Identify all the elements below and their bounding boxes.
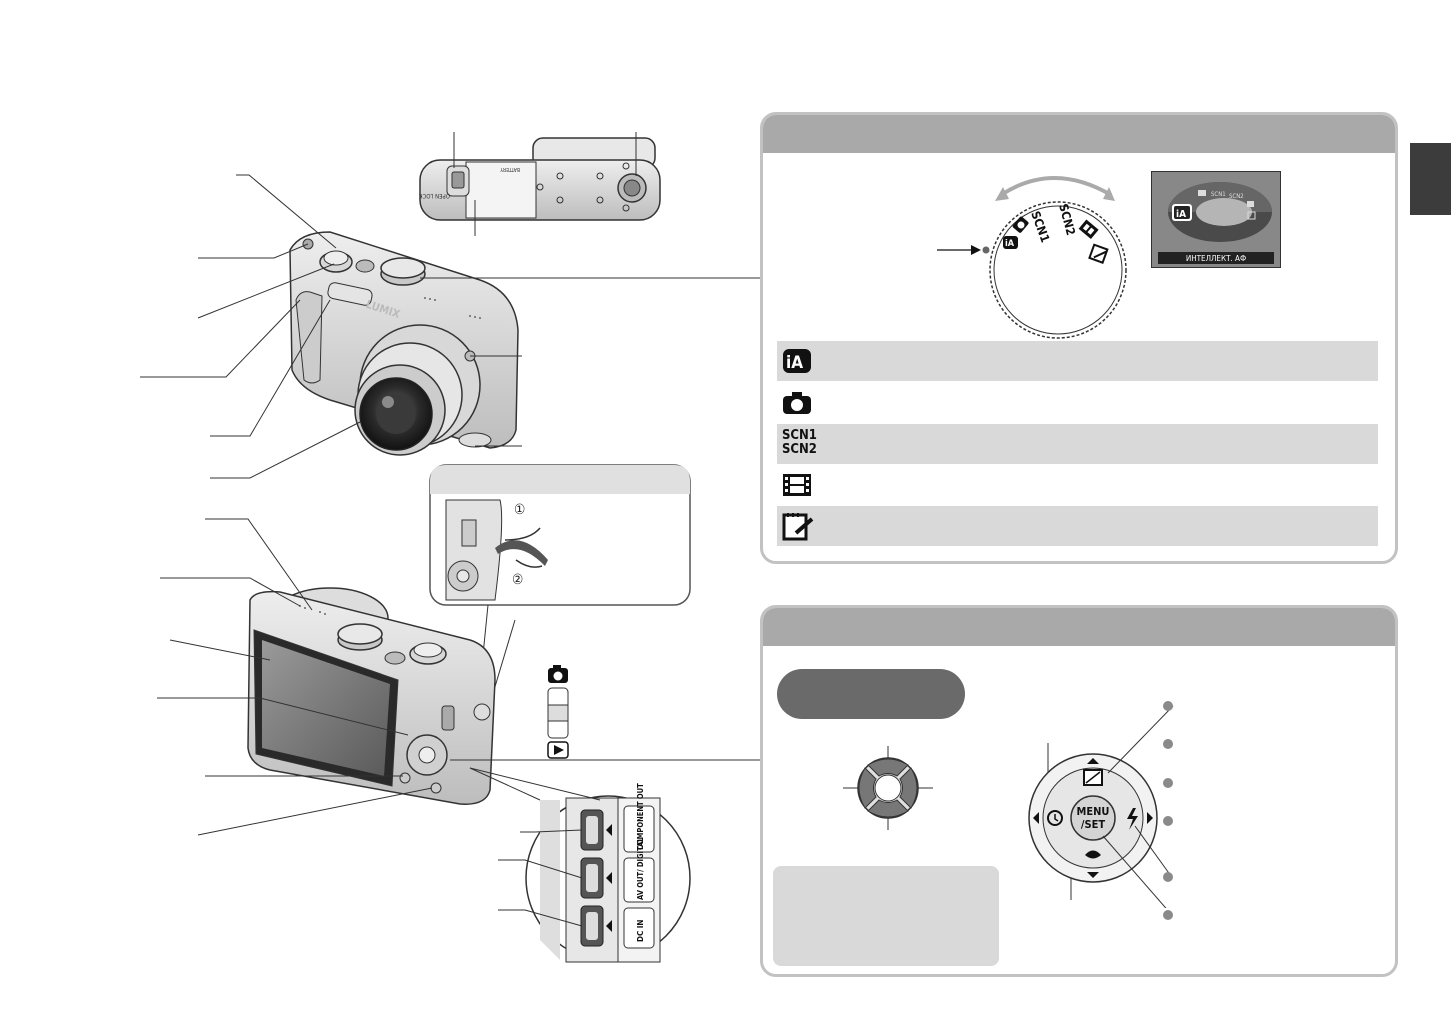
mode-row-movie xyxy=(777,465,1378,505)
clipboard-icon xyxy=(782,513,814,541)
lcd-preview: iA SCN1 SCN2 ИНТЕЛЛЕКТ. АФ xyxy=(1151,171,1281,268)
cursor-panel-header xyxy=(763,608,1395,646)
rec-play-switch xyxy=(547,665,569,759)
screen-scn2: SCN2 xyxy=(1229,193,1244,200)
mode-row-normal-picture xyxy=(777,383,1378,423)
dial-ia-label: iA xyxy=(1005,239,1015,249)
legend-dot-right xyxy=(1163,816,1173,826)
mode-row-clipboard xyxy=(777,506,1378,546)
intelligent-auto-icon: iA xyxy=(783,349,811,373)
mode-dial-diagram: iA SCN1 SCN2 xyxy=(937,176,1127,339)
camera-illustrations: OPEN LOCK BATTERY LUMIX xyxy=(140,132,760,963)
cursor-pad-simple xyxy=(843,746,933,830)
movie-icon xyxy=(783,474,811,496)
cursor-button-panel: MENU /SET xyxy=(760,605,1398,977)
legend-dot-down xyxy=(1163,778,1173,788)
av-out-text: AV OUT/ DIGITAL xyxy=(636,837,645,900)
menu-set-label-2: /SET xyxy=(1081,818,1106,831)
camera-front-view: LUMIX xyxy=(289,231,519,456)
dc-in-text: DC IN xyxy=(636,920,645,942)
battery-text: BATTERY xyxy=(500,166,520,172)
mode-dial-panel: iA SCN1 SCN2 iA SCN1 SCN2 xyxy=(760,112,1398,564)
mode-row-ia: iA xyxy=(777,341,1378,381)
strap-inset: ① ② xyxy=(429,464,691,606)
strap-step-2: ② xyxy=(512,572,523,588)
mode-row-scene: SCN1 SCN2 xyxy=(777,424,1378,464)
strap-step-1: ① xyxy=(514,502,525,518)
svg-text:iA: iA xyxy=(786,353,803,373)
scene-scn2-text: SCN2 xyxy=(782,442,817,457)
legend-dot-left xyxy=(1163,739,1173,749)
scene-scn1-text: SCN1 xyxy=(782,428,817,443)
mode-dial-panel-header xyxy=(763,115,1395,153)
ports-closeup: COMPONENT OUT AV OUT/ DIGITAL DC IN xyxy=(525,783,691,963)
camera-icon xyxy=(783,392,811,414)
screen-mode-text: ИНТЕЛЛЕКТ. АФ xyxy=(1186,254,1246,263)
camera-bottom-view: OPEN LOCK BATTERY xyxy=(419,137,661,221)
section-chip xyxy=(777,669,965,719)
section-tab xyxy=(1410,143,1451,215)
screen-scn1: SCN1 xyxy=(1211,191,1226,198)
scene-icon: SCN1 SCN2 xyxy=(782,429,817,457)
legend-dot-flash xyxy=(1163,872,1173,882)
camera-rear-view xyxy=(247,587,496,805)
legend-dot-up xyxy=(1163,701,1173,711)
legend-dot-menu xyxy=(1163,910,1173,920)
note-box xyxy=(773,866,999,966)
cursor-pad-detail: MENU /SET xyxy=(1028,705,1174,908)
svg-text:iA: iA xyxy=(1176,209,1186,220)
component-out-text: COMPONENT OUT xyxy=(636,783,645,850)
menu-set-label: MENU xyxy=(1077,805,1110,818)
open-lock-text: OPEN LOCK xyxy=(419,192,450,199)
